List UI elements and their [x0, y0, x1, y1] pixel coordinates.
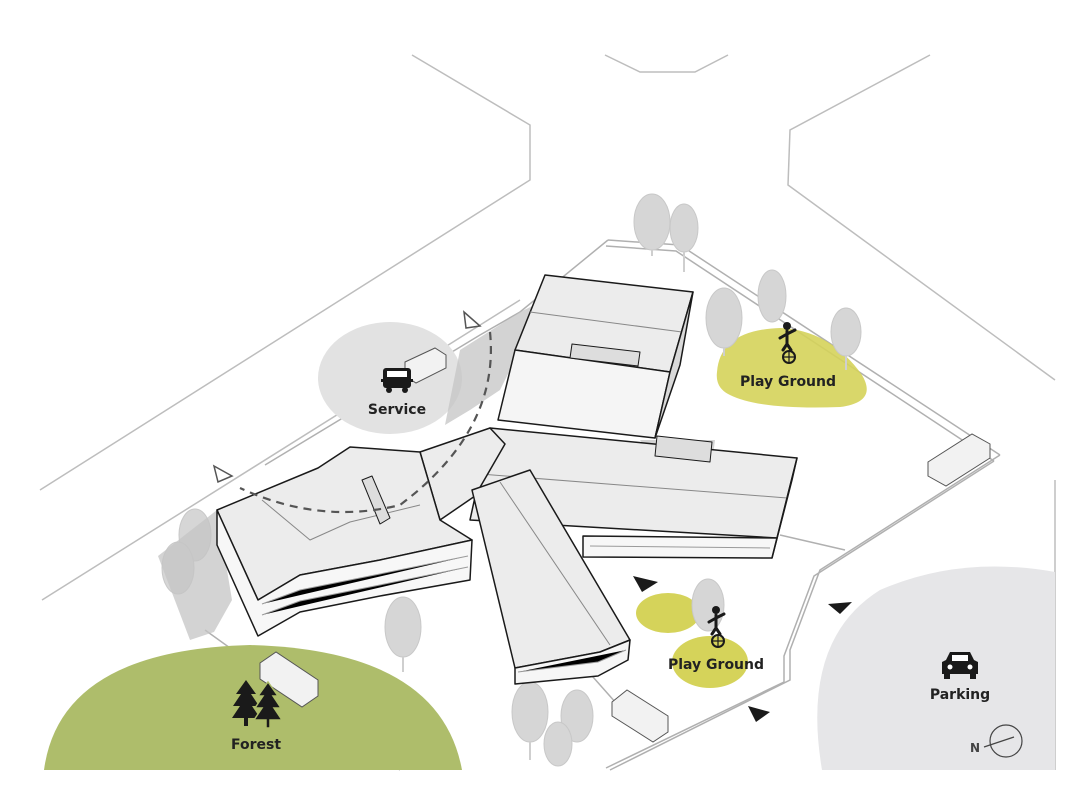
road-east-edge-1 — [787, 54, 1056, 381]
tree — [830, 307, 862, 357]
shed-east — [927, 433, 991, 487]
school-building — [216, 274, 798, 685]
unicycle-icon — [707, 606, 726, 648]
tree — [691, 578, 725, 632]
tree — [543, 721, 573, 767]
service-entry-markers — [212, 310, 482, 484]
road-west-edge-1 — [39, 54, 531, 491]
skylight-north — [569, 343, 641, 367]
entry-arrows — [633, 576, 852, 722]
north-arrow-icon: N — [970, 724, 1023, 758]
fence-side — [779, 534, 846, 551]
tree — [669, 203, 699, 253]
triangle-outline-marker — [212, 464, 234, 484]
tree — [633, 193, 671, 251]
triangle-outline-marker — [463, 310, 482, 329]
tree-trunks — [402, 250, 847, 760]
parking-zone — [817, 566, 1055, 770]
sheds — [259, 347, 991, 743]
play-ground-south-label: Play Ground — [668, 657, 764, 673]
shed-forest — [259, 651, 319, 708]
tree — [511, 681, 549, 743]
north-label: N — [970, 741, 980, 755]
south-wing-roof-ridge — [499, 481, 611, 646]
play-ground-south-zone-b — [672, 636, 748, 688]
entry-arrow — [633, 576, 658, 592]
service-route — [239, 331, 492, 514]
forest-label: Forest — [231, 737, 281, 753]
entry-arrow — [748, 706, 770, 722]
fence-east-inner — [605, 460, 995, 769]
tree — [560, 689, 594, 743]
skylight-east — [654, 435, 713, 463]
tree — [384, 596, 422, 658]
pine-trees-icon — [232, 680, 284, 729]
fence-east — [609, 454, 1001, 771]
tree — [705, 287, 743, 349]
tree — [757, 269, 787, 323]
service-label: Service — [368, 402, 426, 418]
play-ground-south-zone-a — [636, 593, 700, 633]
unicycle-icon — [778, 322, 797, 364]
north-wing-roof-ridge — [529, 311, 683, 333]
parking-label: Parking — [930, 687, 990, 703]
play-ground-north-zone — [716, 328, 867, 408]
shed-south — [611, 689, 669, 743]
entry-arrow — [828, 602, 852, 614]
north-wing-east-wall — [654, 291, 694, 439]
play-ground-north-label: Play Ground — [740, 374, 836, 390]
window-bands — [261, 545, 771, 673]
fence-north-inner — [605, 245, 995, 462]
car-icon — [942, 652, 978, 679]
road-north-end — [604, 54, 729, 73]
truck-icon — [381, 368, 413, 393]
east-wing-end-wall — [771, 457, 798, 559]
west-wing-wall — [216, 509, 473, 637]
